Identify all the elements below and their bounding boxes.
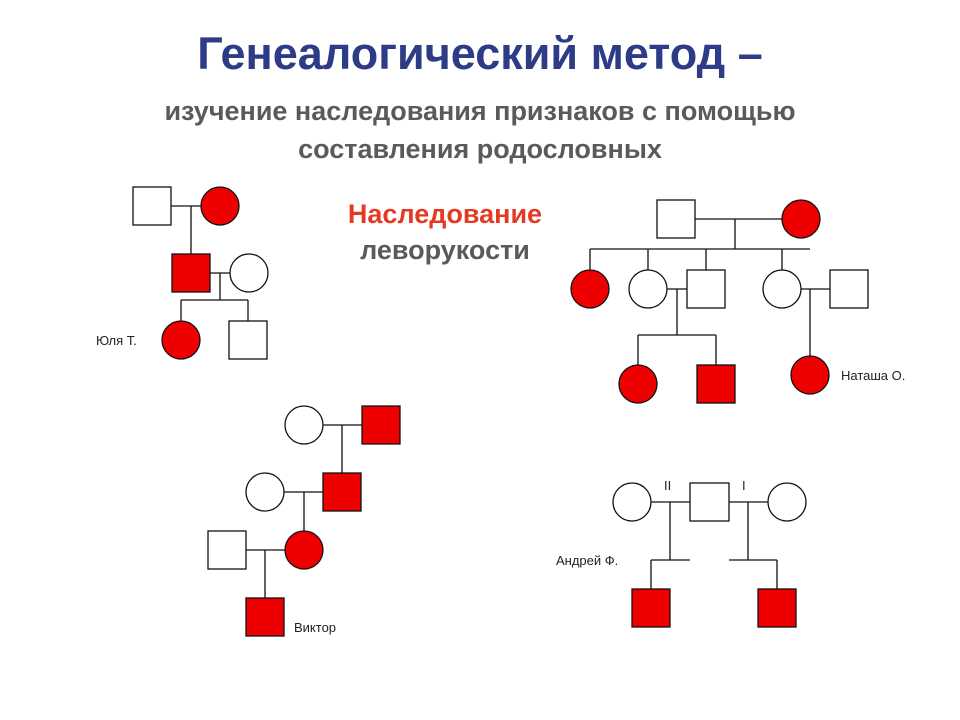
- unaffected-female: [762, 269, 802, 309]
- affected-female: [618, 364, 658, 404]
- unaffected-male: [132, 186, 172, 226]
- pedigree-yulia: [132, 186, 269, 360]
- unaffected-female: [767, 482, 807, 522]
- subtitle-line-2: составления родословных: [298, 134, 662, 164]
- affected-female-proband: [161, 320, 201, 360]
- unaffected-male: [207, 530, 247, 570]
- affected-female: [200, 186, 240, 226]
- trait-heading-line-1: Наследование: [347, 199, 543, 229]
- affected-male-proband: [245, 597, 285, 637]
- slide-title: Генеалогический метод –: [197, 28, 763, 79]
- affected-male: [696, 364, 736, 404]
- label-yulia: Юля Т.: [96, 333, 137, 348]
- trait-heading-line-2: леворукости: [360, 235, 530, 265]
- affected-female-proband: [790, 355, 830, 395]
- pedigree-viktor: [207, 405, 401, 637]
- affected-male: [171, 253, 211, 293]
- affected-male: [757, 588, 797, 628]
- affected-male-proband: [631, 588, 671, 628]
- label-andrey: Андрей Ф.: [556, 553, 618, 568]
- unaffected-female: [284, 405, 324, 445]
- unaffected-female: [612, 482, 652, 522]
- unaffected-female: [229, 253, 269, 293]
- label-viktor: Виктор: [294, 620, 336, 635]
- affected-female: [284, 530, 324, 570]
- unaffected-male: [829, 269, 869, 309]
- pedigree-andrey: [612, 482, 807, 628]
- pedigree-natasha: [570, 199, 869, 404]
- unaffected-female: [628, 269, 668, 309]
- unaffected-male: [686, 269, 726, 309]
- unaffected-male: [689, 482, 730, 522]
- label-marriage-ii: II: [664, 478, 671, 493]
- label-marriage-i: I: [742, 478, 746, 493]
- affected-male: [361, 405, 401, 445]
- unaffected-male: [228, 320, 268, 360]
- affected-female: [781, 199, 821, 239]
- label-natasha: Наташа О.: [841, 368, 905, 383]
- subtitle-line-1: изучение наследования признаков с помощь…: [164, 96, 796, 126]
- trait-heading: Наследование леворукости: [300, 196, 590, 268]
- slide-subtitle: изучение наследования признаков с помощь…: [0, 92, 960, 168]
- affected-male: [322, 472, 362, 512]
- unaffected-female: [245, 472, 285, 512]
- unaffected-male: [656, 199, 696, 239]
- affected-female: [570, 269, 610, 309]
